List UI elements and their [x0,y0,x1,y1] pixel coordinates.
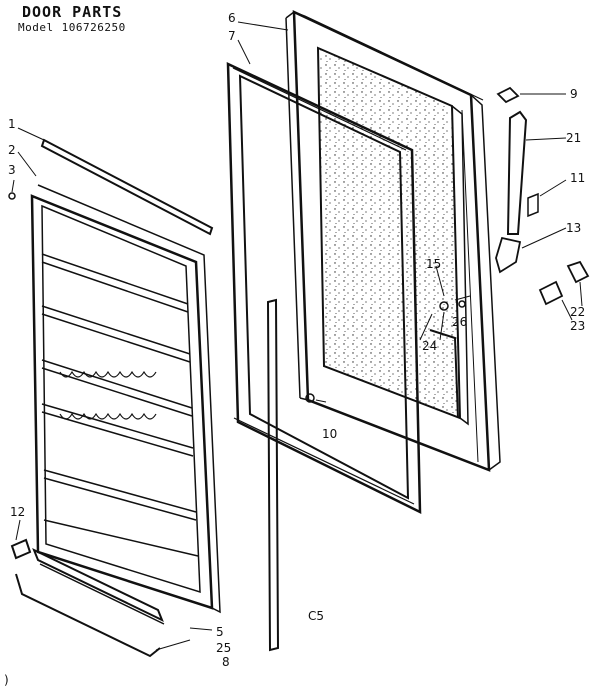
hinge-bracket [495,236,522,274]
bottom-trim-strip [32,547,165,625]
callout-23: 23 [570,319,585,333]
callout-22: 22 [570,305,585,319]
leader-lines [11,21,583,651]
breaker-strip [266,298,280,652]
handle-plug [527,192,539,218]
callout-15: 15 [426,257,441,271]
callout-10: 10 [322,427,337,441]
callout-7: 7 [228,29,236,43]
callout-21: 21 [566,131,581,145]
model-number: 106726250 [61,21,126,34]
callout-3: 3 [8,163,16,177]
callout-13: 13 [566,221,581,235]
foam-insulation-panel [316,46,469,426]
inner-door-liner [30,184,221,614]
callout-25: 25 [216,641,231,655]
shelf-screw [305,393,315,403]
door-stop-pin [439,300,466,311]
liner-shelf-supports [59,370,157,420]
callout-24: 24 [422,339,437,353]
callout-12: 12 [10,505,25,519]
callout-9: 9 [570,87,578,101]
bottom-hinge-rod [15,573,161,658]
door-handle [506,110,528,235]
callout-11: 11 [570,171,585,185]
callout-26: 26 [452,315,467,329]
screw-part-3 [8,192,16,200]
model-line: Model 106726250 [18,21,134,34]
door-gasket [226,62,422,515]
door-lock [538,260,590,306]
callout-c5: C5 [308,609,324,623]
handle-cap [496,86,520,104]
callout-6: 6 [228,11,236,25]
callout-2: 2 [8,143,16,157]
latch-part-12 [10,538,32,560]
top-trim-strip [40,138,214,236]
liner-shelf-ridges [41,253,199,557]
diagram-title: DOOR PARTS [22,3,123,21]
callout-5: 5 [216,625,224,639]
callout-1: 1 [8,117,16,131]
callout-8: 8 [222,655,230,669]
edge-mark: ) [4,673,9,687]
outer-door-panel [285,9,501,472]
model-label: Model [18,21,54,34]
